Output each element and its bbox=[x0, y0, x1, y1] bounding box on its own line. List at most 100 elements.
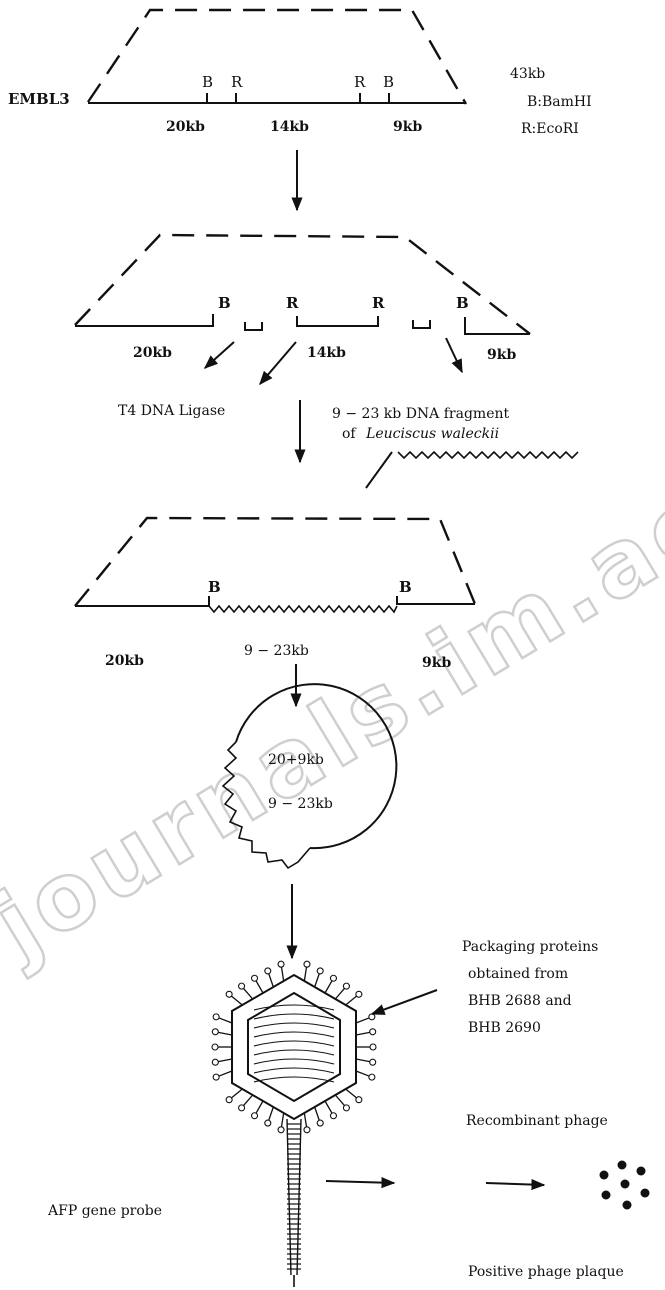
spike-knob bbox=[316, 967, 324, 975]
spike-knob bbox=[329, 1112, 338, 1120]
spike-knob bbox=[238, 982, 246, 990]
step2-size-right: 9kb bbox=[487, 347, 516, 363]
step3-right-arm bbox=[396, 596, 475, 605]
arrow-screen-to-plaque bbox=[485, 1178, 546, 1191]
spike-knob bbox=[369, 1043, 377, 1051]
fragment-species: Leuciscus waleckii bbox=[365, 426, 499, 442]
capsid-spike bbox=[280, 967, 285, 982]
step2-site-b2: B bbox=[456, 294, 469, 312]
step3-site-b2: B bbox=[399, 578, 412, 596]
spike-knob bbox=[277, 1126, 285, 1134]
dna-strand-line bbox=[253, 1022, 335, 1029]
capsid-spike bbox=[324, 1100, 333, 1114]
spike-knob bbox=[329, 974, 338, 982]
capsid-spike bbox=[218, 1070, 233, 1077]
capsid-spike bbox=[218, 1058, 233, 1063]
step2-site-r1: R bbox=[286, 294, 299, 312]
spike-knob bbox=[250, 974, 259, 982]
spike-knob bbox=[250, 1112, 259, 1120]
fragment-label: 9 − 23 kb DNA fragment bbox=[332, 406, 509, 422]
capsid-spike bbox=[345, 1088, 357, 1099]
packaging-line4: BHB 2690 bbox=[468, 1020, 541, 1036]
dna-strand-line bbox=[253, 1049, 335, 1056]
insert-fragment-zigzag bbox=[397, 450, 579, 460]
step3-ligation: B B 20kb 9 − 23kb 9kb bbox=[74, 516, 477, 671]
step3-dashed-arm bbox=[74, 516, 477, 607]
step2-small-fragment-right bbox=[412, 320, 431, 329]
step1-site-b2: B bbox=[383, 73, 394, 91]
phage-tail bbox=[286, 1118, 302, 1287]
step2-right-arm bbox=[464, 317, 530, 335]
circular-concatemer: 20+9kb 9 − 23kb bbox=[221, 683, 398, 870]
spike-knob bbox=[211, 1058, 219, 1066]
step2-site-b1: B bbox=[218, 294, 231, 312]
ligase-label: T4 DNA Ligase bbox=[118, 403, 225, 419]
phage-particle bbox=[211, 960, 377, 1287]
spike-knob bbox=[303, 1126, 311, 1134]
capsid-spike bbox=[355, 1070, 370, 1077]
capsid-spike bbox=[355, 1058, 370, 1063]
plaque-dot bbox=[640, 1188, 650, 1198]
arrow-packaging-proteins bbox=[370, 989, 438, 1015]
step3-size-right: 9kb bbox=[422, 655, 451, 671]
capsid-spike bbox=[355, 1031, 370, 1036]
step1-site-r1: R bbox=[231, 73, 243, 91]
step3-insert-zigzag bbox=[208, 604, 398, 614]
spike-knob bbox=[238, 1104, 246, 1112]
fragment-pointer-line bbox=[365, 451, 393, 489]
arrow-right-arm bbox=[445, 337, 463, 374]
step1-size-mid: 14kb bbox=[270, 119, 309, 135]
packaging-line2: obtained from bbox=[468, 966, 568, 982]
spike-knob bbox=[342, 1104, 350, 1112]
step2-size-left: 20kb bbox=[133, 345, 172, 361]
spike-knob bbox=[355, 1096, 363, 1104]
spike-knob bbox=[355, 990, 363, 998]
spike-knob bbox=[369, 1028, 377, 1036]
step2-left-arm bbox=[75, 314, 214, 327]
spike-knob bbox=[342, 982, 350, 990]
recombinant-phage-label: Recombinant phage bbox=[466, 1113, 608, 1129]
fragment-species-line: of Leuciscus waleckii bbox=[342, 426, 499, 442]
step1-vector: EMBL3 B R R B 20kb 14kb 9kb 43kb B:BamHI… bbox=[8, 8, 592, 137]
dna-strand-line bbox=[253, 1031, 335, 1038]
watermark: journals.im.ac.cn bbox=[0, 377, 665, 981]
spike-knob bbox=[212, 1073, 220, 1081]
dna-strand-line bbox=[253, 1076, 335, 1083]
step2-size-mid: 14kb bbox=[307, 345, 346, 361]
dna-strand-line bbox=[253, 1040, 335, 1047]
circle-arm-label: 20+9kb bbox=[268, 752, 324, 768]
step1-size-left: 20kb bbox=[166, 119, 205, 135]
step2-dashed-arm bbox=[74, 233, 531, 335]
capsid-spike bbox=[243, 987, 254, 1000]
capsid-spike bbox=[268, 973, 274, 988]
capsid-spike bbox=[255, 1100, 264, 1114]
afp-probe-label: AFP gene probe bbox=[47, 1203, 162, 1219]
capsid-spike bbox=[280, 1112, 285, 1127]
step2-site-r2: R bbox=[372, 294, 385, 312]
step3-left-arm bbox=[75, 596, 210, 607]
step1-size-right: 9kb bbox=[393, 119, 422, 135]
spike-knob bbox=[264, 1119, 272, 1127]
capsid-spike bbox=[345, 995, 357, 1006]
capsid-spike bbox=[314, 973, 320, 988]
plaque-dot bbox=[636, 1166, 646, 1176]
step2-small-fragment-left bbox=[244, 322, 263, 331]
spike-knob bbox=[225, 990, 233, 998]
spike-knob bbox=[303, 960, 311, 968]
circle-vector-arc bbox=[235, 683, 398, 850]
step3-size-mid: 9 − 23kb bbox=[244, 643, 309, 659]
plaque-dot bbox=[620, 1179, 630, 1189]
positive-plaque-label: Positive phage plaque bbox=[468, 1264, 624, 1280]
capsid-spike bbox=[231, 995, 243, 1006]
tail-edge bbox=[286, 1118, 292, 1276]
packaging-line1: Packaging proteins bbox=[462, 939, 598, 955]
spike-knob bbox=[225, 1096, 233, 1104]
capsid-spike bbox=[334, 987, 345, 1000]
step3-size-left: 20kb bbox=[105, 653, 144, 669]
capsid-spike bbox=[255, 980, 264, 994]
arrow-ligase-center bbox=[259, 341, 297, 386]
packaged-dna bbox=[253, 1004, 335, 1083]
dna-strand-line bbox=[253, 1013, 335, 1020]
spike-knob bbox=[211, 1028, 219, 1036]
